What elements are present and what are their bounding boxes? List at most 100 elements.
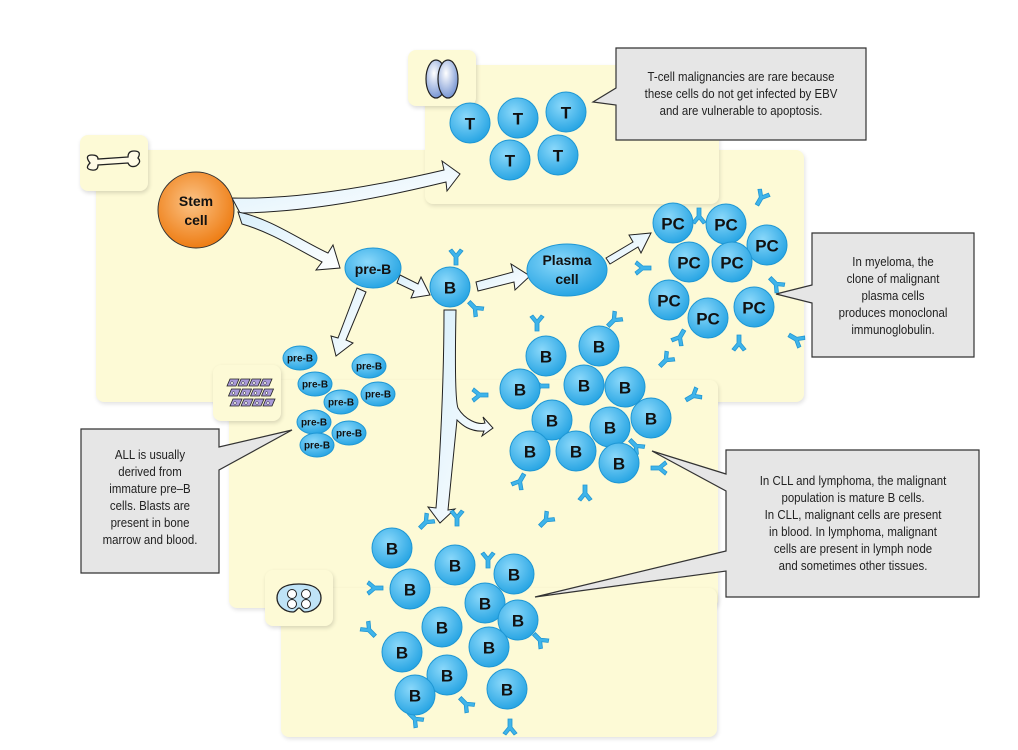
cell-label: T	[513, 110, 524, 129]
cell-label: B	[604, 419, 616, 438]
b-cell: B	[563, 364, 605, 406]
antibody-icon	[606, 310, 624, 328]
lymph-node-icon	[276, 583, 322, 613]
pre-b-blast-cell: pre-B	[296, 409, 332, 435]
t-cell: T	[537, 134, 579, 176]
cell-label: B	[409, 687, 421, 706]
b-cell: B	[630, 397, 672, 439]
antibody-icon	[538, 510, 556, 528]
bone-icon-tile	[80, 135, 148, 191]
antibody-icon	[458, 696, 476, 714]
antibody-icon	[480, 551, 496, 569]
cell-label: B	[479, 595, 491, 614]
antibody-icon	[577, 484, 593, 502]
antibody-icon	[650, 460, 668, 476]
callout-cll-shape	[534, 449, 980, 598]
antibody-icon	[366, 580, 384, 596]
cell-label: B	[524, 443, 536, 462]
cell-label: B	[449, 557, 461, 576]
b-cell: B	[389, 568, 431, 610]
cell-label: B	[444, 279, 456, 298]
plasma-cell-pc: PC	[687, 297, 729, 339]
antibody-icon	[691, 207, 707, 225]
cell-label: pre-B	[356, 362, 382, 373]
plasma-cell-pc: PC	[652, 202, 694, 244]
plasma-cell-pc: PC	[746, 224, 788, 266]
arrow-b-to-blood-and-lymph	[426, 309, 494, 524]
cell-label: PC	[657, 292, 681, 311]
pre-b-blast-cell: pre-B	[299, 432, 335, 458]
plasma-cell-pc: PC	[648, 279, 690, 321]
antibody-icon	[634, 260, 652, 276]
cell-label: B	[645, 410, 657, 429]
callout-all-text: ALL is usually derived from immature pre…	[102, 447, 198, 547]
plasma-cell-pc: PC	[733, 286, 775, 328]
cell-label: T	[465, 115, 476, 134]
cell-label: pre-B	[328, 398, 354, 409]
b-cell: B	[468, 626, 510, 668]
b-cell: B	[555, 430, 597, 472]
cell-label: pre-B	[302, 380, 328, 391]
cell-label: B	[404, 581, 416, 600]
cell-label: B	[508, 566, 520, 585]
cell-label: pre-B	[301, 418, 327, 429]
antibody-icon	[359, 620, 377, 638]
arrow-plasma-to-pc	[605, 232, 652, 265]
cell-label: pre-B	[336, 429, 362, 440]
b-cell: B	[598, 442, 640, 484]
antibody-icon	[467, 300, 485, 318]
t-cell: T	[489, 139, 531, 181]
cell-label: PC	[661, 215, 685, 234]
arrow-preb-to-b	[396, 274, 431, 299]
cell-label: pre-B	[287, 354, 313, 365]
callout-cll-text: In CLL and lymphoma, the malignant popul…	[759, 473, 947, 573]
callouts	[80, 47, 980, 598]
b-cell: B	[434, 544, 476, 586]
plasma-cell-pc: PC	[711, 241, 753, 283]
plasma-cell-pc: PC	[668, 241, 710, 283]
antibody-icon	[471, 387, 489, 403]
cell-label: PC	[677, 254, 701, 273]
callout-t-cell-shape	[591, 47, 867, 141]
arrow-stem-to-preb	[237, 211, 341, 271]
antibody-icon	[658, 350, 676, 368]
cell-label: PC	[755, 237, 779, 256]
cell-label: T	[553, 147, 564, 166]
plasma-cell-pc: PC	[705, 203, 747, 245]
b-cell: B	[426, 654, 468, 696]
cell-label: B	[441, 667, 453, 686]
thymus-icon	[425, 59, 459, 99]
cell-label: B	[578, 377, 590, 396]
cell-label: B	[570, 443, 582, 462]
lymph-node-icon-tile	[265, 570, 333, 626]
b-cell: B	[531, 399, 573, 441]
antibody-icon	[532, 632, 550, 650]
cell-label: B	[613, 455, 625, 474]
cell-label: B	[593, 338, 605, 357]
b-cell: B	[578, 325, 620, 367]
cell-label: cell	[555, 271, 578, 287]
cell-label: Plasma	[542, 252, 591, 268]
cell-label: B	[540, 348, 552, 367]
b-cell: B	[371, 527, 413, 569]
antibody-icon	[418, 512, 436, 530]
cell-label: pre-B	[365, 390, 391, 401]
cell-label: pre-B	[304, 441, 330, 452]
antibody-icon	[754, 188, 771, 207]
antibody-icon	[628, 438, 646, 456]
cell-label: B	[546, 412, 558, 431]
arrow-preb-to-all	[330, 287, 367, 357]
b-cell: B	[493, 553, 535, 595]
callout-myeloma-shape	[775, 232, 975, 358]
arrow-b-to-plasma	[475, 262, 531, 292]
bone-icon	[86, 150, 141, 171]
arrows	[231, 159, 652, 524]
cell-label: B	[436, 619, 448, 638]
cell-label: B	[514, 381, 526, 400]
cell-label: B	[483, 639, 495, 658]
cell-label: B	[512, 612, 524, 631]
cell-label: cell	[184, 212, 207, 228]
